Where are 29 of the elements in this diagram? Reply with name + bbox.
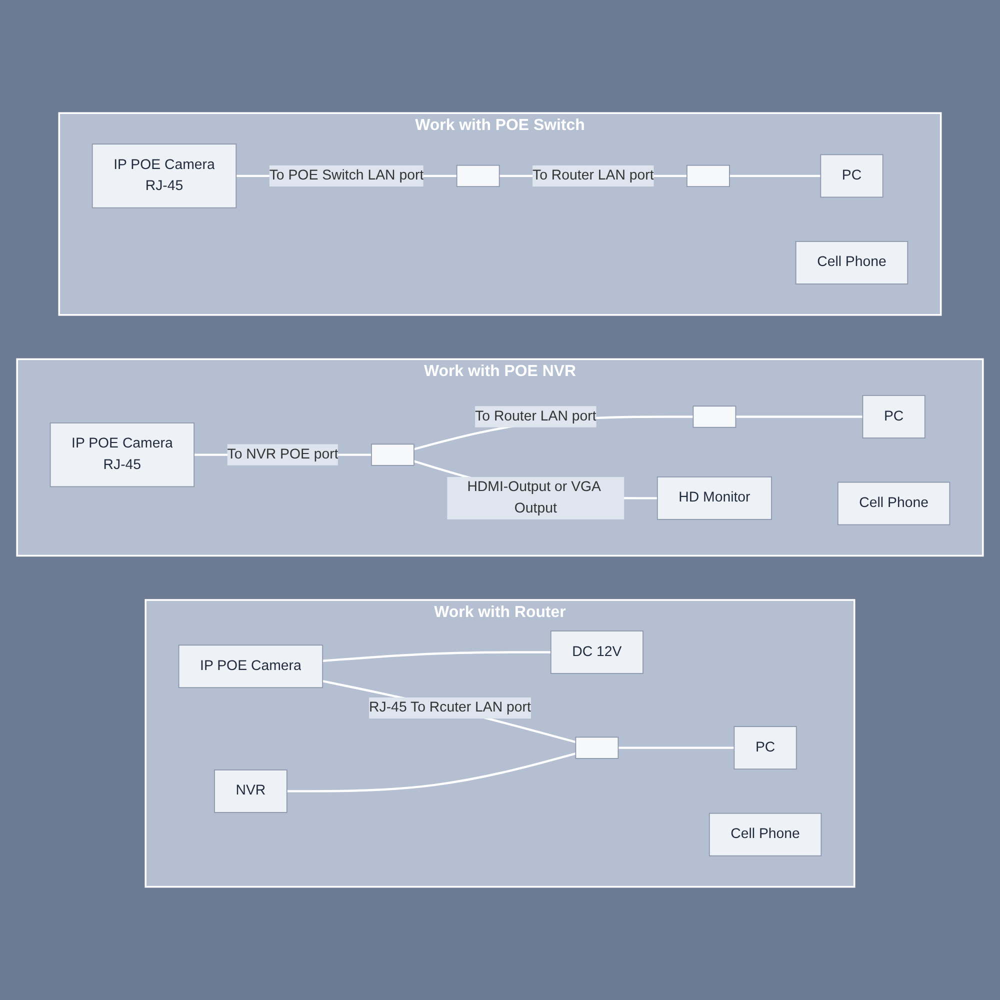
connector [736,416,863,418]
node-box [686,164,730,188]
connector [618,746,734,749]
node-box: PC [734,726,797,770]
edge-label: RJ-45 To Rcuter LAN port [369,700,531,716]
node-box: Cell Phone [795,241,908,284]
node-box [692,406,736,428]
node-box: DC 12V [550,630,644,674]
node-box: PC [862,395,926,438]
node-box [371,444,414,466]
connector [729,174,821,178]
node-box [456,164,500,188]
edge-label: To Router LAN port [475,408,596,424]
node-box [575,736,619,759]
node-box: PC [820,154,884,198]
edge-label: To POE Switch LAN port [269,168,424,184]
edge-label: To NVR POE port [227,446,338,462]
node-box: IP POE Camera RJ-45 [50,422,195,488]
edge-label: To Router LAN port [532,168,654,184]
node-box: Cell Phone [837,482,950,526]
node-box: HD Monitor [656,476,772,520]
node-box: IP POE Camera [178,644,324,688]
connector [322,651,551,662]
connector [322,680,576,744]
node-box: Cell Phone [708,812,822,856]
connector [286,752,576,792]
node-box: IP POE Camera RJ-45 [92,144,237,208]
node-box: NVR [214,770,288,813]
edge-label: HDMI-Output or VGA Output [467,480,600,516]
